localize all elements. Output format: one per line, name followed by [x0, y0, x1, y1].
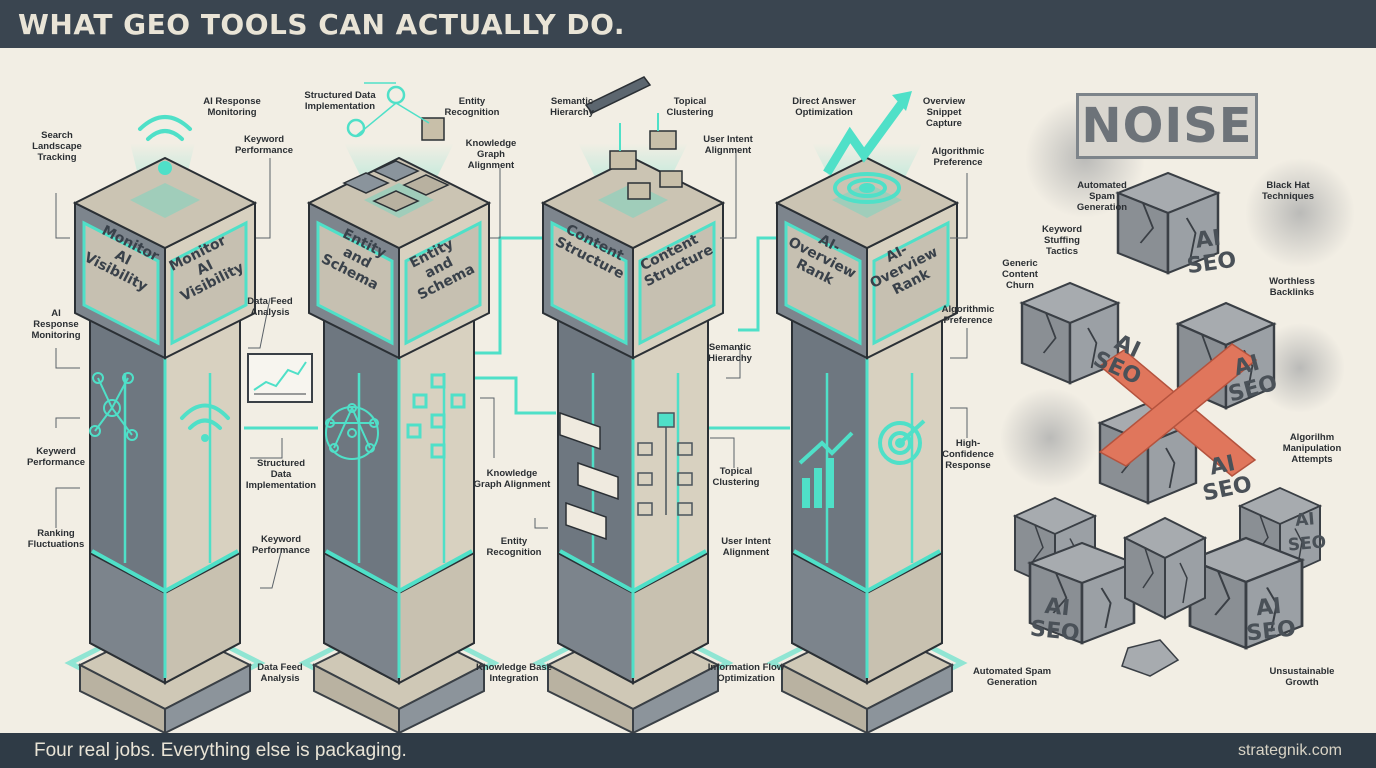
label-keyword-performance-low: Keyword Performance — [251, 534, 311, 556]
label-algorithmic-preference-mid: Algorithmic Preference — [941, 304, 995, 326]
label-ai-response-monitoring-top: AI Response Monitoring — [203, 96, 261, 118]
flow-nodes-icon — [406, 373, 466, 459]
growth-chart-icon — [798, 431, 854, 508]
leader-arrows — [55, 148, 968, 589]
label-keyword-stuffing-tactics: Keyword Stuffing Tactics — [1041, 224, 1083, 257]
diagram-stage: Monitor AI Visibility Monitor AI Visibil… — [0, 48, 1376, 733]
label-keywerd-performance: Keywerd Performance — [26, 446, 86, 468]
label-entity-recognition-bottom: Entity Recognition — [486, 536, 542, 558]
pillar-entity-and-schema — [304, 82, 494, 733]
wifi-icon — [138, 115, 192, 175]
label-ranking-fluctuations: Ranking Fluctuations — [27, 528, 85, 550]
data-feed-chart-card — [247, 353, 313, 403]
label-unsustainable-growth: Unsustainable Growth — [1269, 666, 1335, 688]
pipe-3-4 — [708, 236, 790, 430]
hierarchy-icon — [584, 76, 683, 200]
label-knowledge-graph-alignment-mid: Knowledge Graph Alignment — [473, 468, 551, 490]
page-title: WHAT GEO TOOLS CAN ACTUALLY DO. — [18, 8, 625, 41]
document-cards-icon — [559, 411, 619, 541]
label-user-intent-alignment-top: User Intent Alignment — [703, 134, 753, 156]
network-icon — [89, 372, 138, 441]
label-generic-content-churn: Generic Content Churn — [1002, 258, 1038, 291]
label-black-hat-techniques: Black Hat Techniques — [1261, 180, 1315, 202]
label-direct-answer-optimization: Direct Answer Optimization — [792, 96, 856, 118]
label-knowledge-base-integration: Knowledge Base Integration — [475, 662, 553, 684]
schema-cubes-icon — [342, 82, 450, 212]
label-automated-spam-generation-top: Automated Spam Generation — [1076, 180, 1128, 213]
label-high-confidence-response: High- Confidence Response — [942, 438, 994, 471]
label-semantic-hierarchy-top: Semantic Hierarchy — [550, 96, 594, 118]
label-data-feed-analysis-mid: Data Feed Analysis — [247, 296, 293, 318]
label-structured-data-implementation-mid: Structured Data Implementation — [245, 458, 317, 491]
noise-sign-text: NOISE — [1081, 98, 1253, 154]
arrow-up-icon — [823, 91, 912, 176]
label-semantic-hierarchy-mid: Semantic Hierarchy — [708, 342, 752, 364]
neural-net-icon — [325, 403, 379, 460]
label-information-flow-optimization: Information Flow Optimization — [707, 662, 785, 684]
label-search-landscape-tracking: Search Landscape Tracking — [32, 130, 82, 163]
pipe-2-3 — [474, 236, 556, 415]
pillar-ai-overview-rank — [772, 91, 962, 733]
label-automated-spam-generation-bottom: Automated Spam Generation — [972, 666, 1052, 688]
tree-chart-icon — [637, 412, 693, 516]
label-algorilhm-manipulation-attempts: Algorilhm Manipulation Attempts — [1282, 432, 1342, 465]
label-algorithmic-preference-top: Algorithmic Preference — [931, 146, 985, 168]
label-worthless-backlinks: Worthless Backlinks — [1269, 276, 1315, 298]
label-keyword-performance-top: Keyword Performance — [234, 134, 294, 156]
label-data-feed-analysis-bottom: Data Feed Analysis — [257, 662, 303, 684]
footer-bar: Four real jobs. Everything else is packa… — [0, 733, 1376, 768]
cube-text-5: AI SEO — [1287, 509, 1328, 556]
label-structured-data-implementation-top: Structured Data Implementation — [304, 90, 376, 112]
label-entity-recognition-top: Entity Recognition — [444, 96, 500, 118]
footer-tagline: Four real jobs. Everything else is packa… — [34, 740, 407, 761]
header-bar: WHAT GEO TOOLS CAN ACTUALLY DO. — [0, 0, 1376, 48]
bullseye-icon — [878, 419, 926, 465]
cube-text-7: AI SEO — [1245, 593, 1298, 647]
label-knowledge-graph-alignment-top: Knowledge Graph Alignment — [465, 138, 517, 171]
target-top-icon — [833, 172, 901, 204]
signal-icon — [180, 403, 230, 442]
label-overview-snippet-capture: Overview Snippet Capture — [922, 96, 966, 129]
cube-text-1: AI SEO — [1185, 225, 1238, 280]
label-ai-response-monitoring-side: AI Response Monitoring — [31, 308, 81, 341]
red-x-mark — [1098, 343, 1258, 477]
noise-sign: NOISE — [1076, 93, 1258, 159]
label-topical-clustering-mid: Topical Clustering — [712, 466, 760, 488]
footer-brand: strategnik.com — [1237, 742, 1342, 759]
pillar-content-structure — [538, 76, 728, 733]
pillar-monitor-ai-visibility — [70, 115, 260, 733]
label-user-intent-alignment-bottom: User Intent Alignment — [721, 536, 771, 558]
cube-text-6: AI SEO — [1028, 593, 1081, 647]
label-topical-clustering-top: Topical Clustering — [666, 96, 714, 118]
